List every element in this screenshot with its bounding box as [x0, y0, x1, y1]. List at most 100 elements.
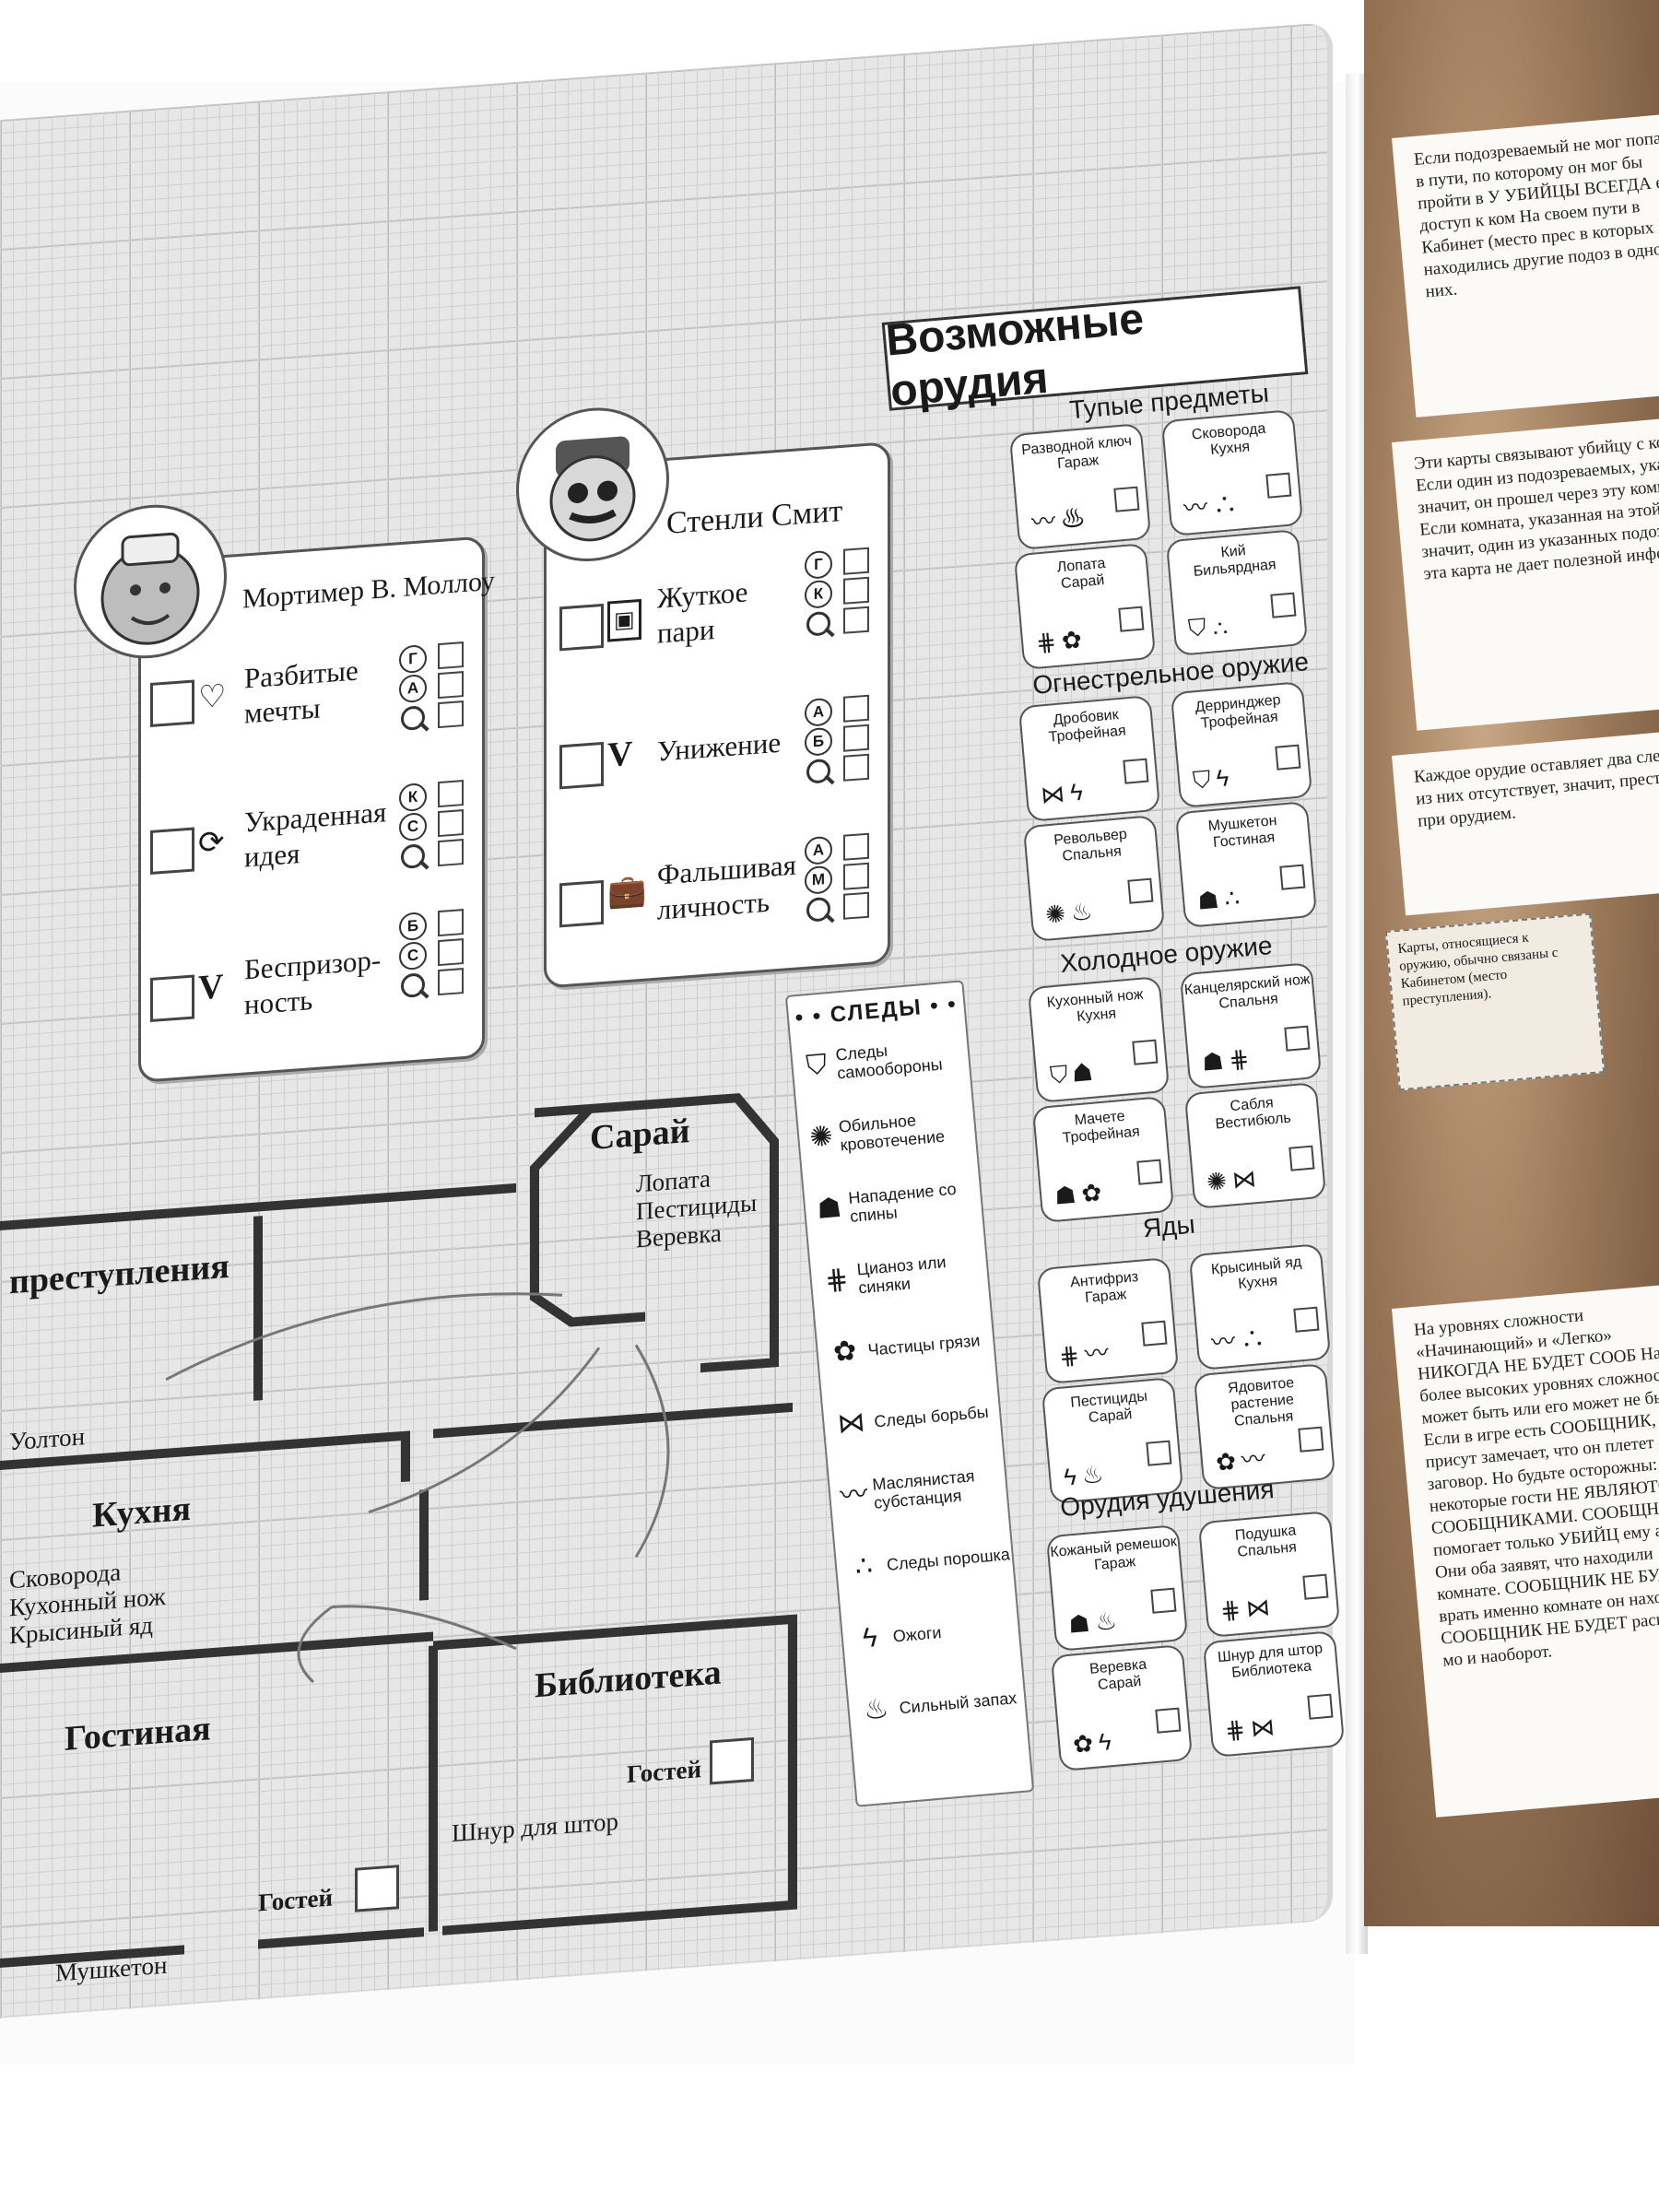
weapon-checkbox[interactable] [1265, 472, 1292, 499]
clue-checkbox[interactable] [843, 547, 869, 575]
clue-checkbox[interactable] [843, 606, 869, 634]
weapon-checkbox[interactable] [1298, 1426, 1324, 1453]
clue-checkbox[interactable] [843, 753, 869, 782]
trace-icons: ⛉☗ [1048, 1057, 1099, 1089]
weapon-checkbox[interactable] [1136, 1159, 1163, 1185]
motive-checkbox[interactable] [559, 741, 604, 790]
trace-label: Следы самообороны [834, 1041, 944, 1083]
trace-icons: ✿〰 [1214, 1443, 1273, 1477]
weapon-checkbox[interactable] [1123, 758, 1149, 784]
motive-checkbox[interactable] [150, 679, 194, 728]
weapon-name: Ядовитое растение [1227, 1375, 1295, 1414]
trace-icons: 〰∴ [1209, 1324, 1272, 1357]
clue-checkbox[interactable] [438, 909, 464, 937]
clue-checkbox[interactable] [843, 832, 869, 861]
trace-label: Цианоз или синяки [855, 1253, 947, 1298]
trace-label: Ожоги [892, 1623, 943, 1646]
letter-badge: Б [399, 911, 427, 942]
weapon-checkbox[interactable] [1284, 1025, 1311, 1052]
motive-checkbox[interactable] [150, 827, 194, 876]
clue-checkbox[interactable] [843, 576, 869, 605]
clue-checkbox[interactable] [438, 839, 464, 867]
weapon-checkbox[interactable] [1118, 606, 1145, 632]
weapon-checkbox[interactable] [1302, 1573, 1329, 1600]
weapon-checkbox[interactable] [1132, 1039, 1159, 1065]
clue-checkbox[interactable] [438, 671, 464, 700]
motive-checkbox[interactable] [559, 879, 604, 928]
motive-label: Разбитые мечты [244, 653, 359, 730]
clue-checkbox[interactable] [438, 780, 464, 808]
motive-checkbox[interactable] [559, 603, 604, 652]
trace-label: Следы борьбы [873, 1402, 990, 1431]
weapon-checkbox[interactable] [1127, 877, 1154, 904]
weapon-checkbox[interactable] [1293, 1306, 1320, 1333]
clue-checkbox[interactable] [438, 641, 464, 670]
trace-label: Сильный запах [898, 1688, 1018, 1718]
weapon-name: Антифриз [1069, 1268, 1139, 1291]
clue-checkbox[interactable] [438, 809, 464, 838]
living-guests-label: Гостей [258, 1883, 334, 1917]
clue-checkbox[interactable] [843, 724, 869, 752]
weapon-checkbox[interactable] [1150, 1587, 1177, 1614]
magnifier-icon [806, 610, 830, 637]
clue-checkbox[interactable] [843, 862, 869, 890]
hatch-icon: ⋕ [823, 1264, 850, 1297]
weapon-checkbox[interactable] [1155, 1707, 1182, 1734]
motive-label: Фальшивая личность [657, 848, 796, 926]
motive-checkbox[interactable] [150, 974, 194, 1023]
clue-checkbox[interactable] [438, 938, 464, 967]
weapon-checkbox[interactable] [1113, 486, 1140, 512]
floor-plan [0, 1093, 797, 1968]
suspect-name: Мортимер В. Моллоу [242, 565, 495, 615]
weapon-checkbox[interactable] [1307, 1693, 1334, 1720]
blood-splat-icon: ✺ [808, 1121, 835, 1154]
clue-checkbox[interactable] [843, 891, 869, 920]
letter-badge: К [399, 782, 427, 813]
trace-icons: ☗♨ [1066, 1606, 1124, 1639]
game-board: Мортимер В. Моллоу ♡ Разбитые мечты ⟳ Ук… [0, 21, 1355, 2065]
v-icon: V [198, 967, 224, 1008]
weapon-checkbox[interactable] [1279, 864, 1306, 890]
trace-icons: ☗⋕ [1200, 1043, 1256, 1077]
trace-item: ♨Сильный запах [847, 1662, 1028, 1748]
clue-checkbox[interactable] [843, 694, 869, 723]
weapon-checkbox[interactable] [1275, 744, 1301, 771]
library-guests-checkbox[interactable] [710, 1736, 754, 1785]
trace-label: Обильное кровотечение [838, 1111, 946, 1155]
clue-checkbox[interactable] [438, 700, 464, 729]
clue-checkbox[interactable] [438, 968, 464, 996]
weapon-checkbox[interactable] [1270, 592, 1297, 618]
dirt-icon: ✿ [831, 1335, 858, 1368]
trace-icons: ⋈ϟ [1039, 777, 1090, 809]
grid-sheet: Мортимер В. Моллоу ♡ Разбитые мечты ⟳ Ук… [0, 21, 1333, 2018]
weapon-checkbox[interactable] [1146, 1440, 1172, 1466]
trace-label: Маслянистая субстанция [871, 1466, 976, 1512]
living-guests-checkbox[interactable] [355, 1865, 399, 1912]
weapon-checkbox[interactable] [1141, 1320, 1168, 1347]
rules-text-block: На уровнях сложности «Начинающий» и «Лег… [1392, 1282, 1659, 1818]
heart-icon: ♡ [198, 678, 227, 716]
trace-icons: ⛉ϟ [1191, 762, 1236, 794]
trace-label: Нападение со спины [847, 1179, 958, 1226]
weapon-checkbox[interactable] [1288, 1145, 1315, 1171]
refresh-icon: ⟳ [198, 825, 225, 862]
